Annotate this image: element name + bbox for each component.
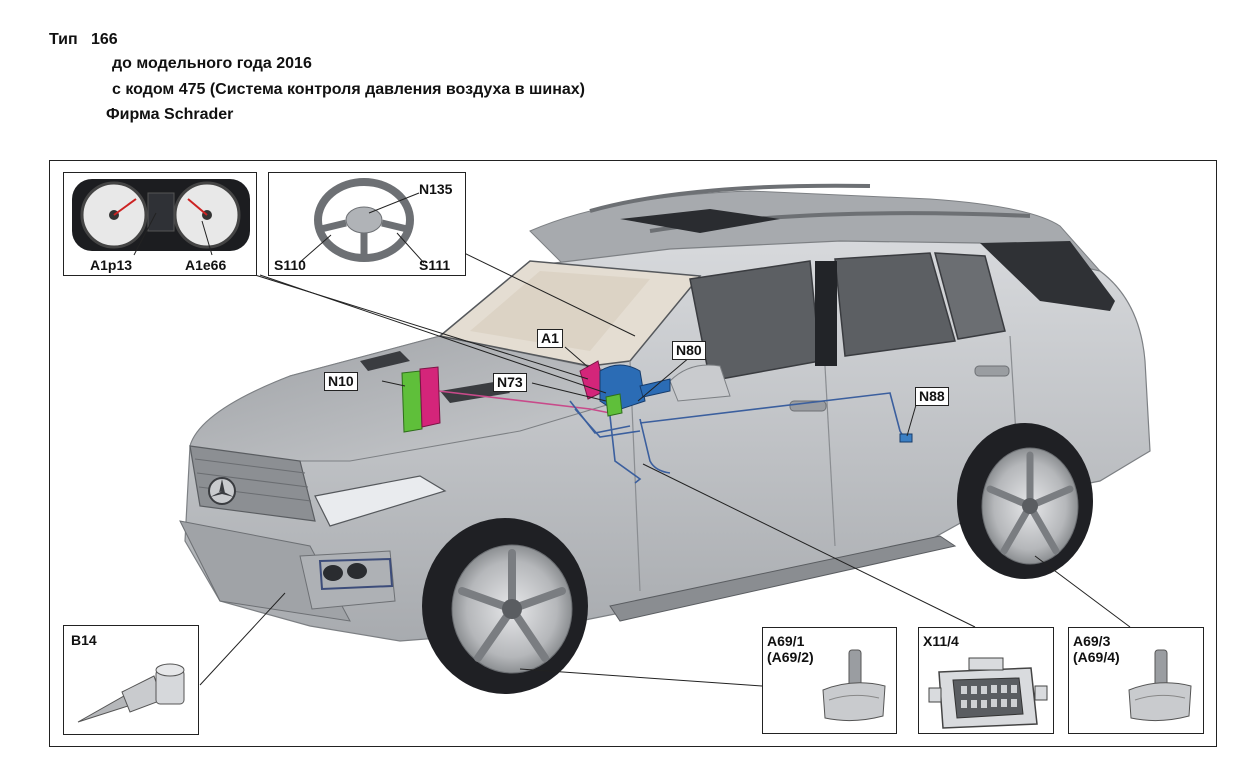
label-a1: A1: [537, 329, 563, 348]
inset-steering-wheel: N135 S110 S111: [268, 172, 466, 276]
type-value: 166: [91, 31, 118, 48]
diagnostic-connector-illustration: [928, 657, 1048, 729]
label-s110: S110: [274, 257, 306, 273]
instrument-cluster-illustration: [72, 179, 250, 256]
pressure-sensor-b14-illustration: [77, 663, 185, 723]
type-label: Тип: [49, 31, 78, 48]
component-diagram: A1p13 A1e66 N135 S110 S111 A1 N80 N10 N7…: [49, 160, 1217, 747]
label-n88: N88: [915, 387, 949, 406]
inset-a69-1: A69/1 (A69/2): [762, 627, 897, 734]
label-n73: N73: [493, 373, 527, 392]
header-line-code: с кодом 475 (Система контроля давления в…: [112, 81, 585, 98]
inset-a69-3: A69/3 (A69/4): [1068, 627, 1204, 734]
tire-pressure-sensor-rear-illustration: [1128, 649, 1192, 722]
label-n80: N80: [672, 341, 706, 360]
header-line-manufacturer: Фирма Schrader: [106, 106, 234, 123]
inset-instrument-cluster: A1p13 A1e66: [63, 172, 257, 276]
vehicle-illustration: [179, 183, 1151, 694]
label-s111: S111: [419, 257, 451, 273]
label-a1p13: A1p13: [90, 257, 133, 273]
label-b14: B14: [71, 632, 97, 648]
steering-wheel-illustration: [298, 178, 425, 264]
label-n10: N10: [324, 372, 358, 391]
header-line-model-year: до модельного года 2016: [112, 55, 312, 72]
inset-b14: B14: [63, 625, 199, 735]
label-n135: N135: [419, 181, 453, 197]
label-x11-4: X11/4: [923, 633, 959, 649]
label-a69-3: A69/3: [1073, 633, 1111, 649]
label-a69-2: (A69/2): [767, 649, 814, 665]
label-a69-4: (A69/4): [1073, 649, 1120, 665]
tire-pressure-sensor-front-illustration: [822, 649, 886, 722]
label-a1e66: A1e66: [185, 257, 227, 273]
label-a69-1: A69/1: [767, 633, 805, 649]
inset-x11-4: X11/4: [918, 627, 1054, 734]
